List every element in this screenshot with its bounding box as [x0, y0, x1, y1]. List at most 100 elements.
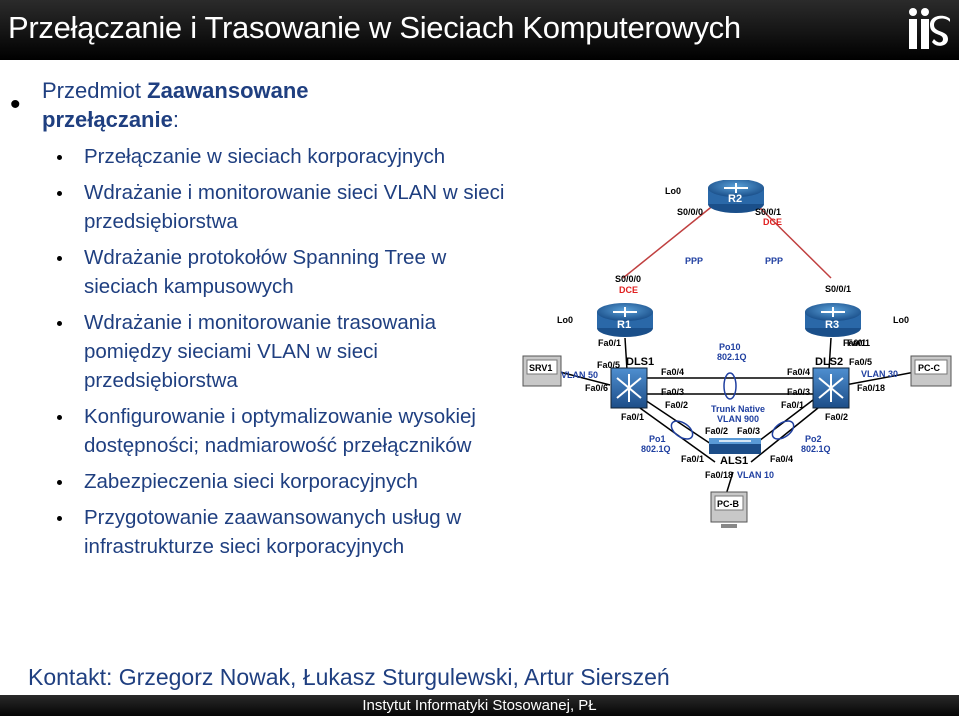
list-item: Przygotowanie zaawansowanych usług w inf…: [57, 503, 517, 561]
title-bar: [0, 0, 959, 60]
topic-text: Przełączanie w sieciach korporacyjnych: [84, 145, 446, 168]
label-po10-q: 802.1Q: [717, 352, 747, 362]
topic-text: Zabezpieczenia sieci korporacyjnych: [84, 470, 418, 493]
link-r3-dls2: [828, 337, 832, 371]
institute-logo: [909, 8, 950, 49]
subject-suffix: :: [172, 107, 179, 132]
label-po2: Po2: [805, 434, 822, 444]
label-trunk-native: Trunk Native: [711, 404, 765, 414]
router-r1-label: R1: [617, 319, 631, 331]
label-dls2-fa01b: Fa0/1: [781, 400, 804, 410]
router-r2-label: R2: [728, 193, 742, 205]
pc-b-label: PC-B: [717, 499, 739, 509]
label-r3-fa01: Fa0/1: [843, 338, 866, 348]
link-r1-dls1: [624, 337, 628, 371]
label-r3-lo0: Lo0: [893, 315, 909, 325]
pc-c: PC-C: [910, 355, 952, 387]
label-r2-lo0: Lo0: [665, 186, 681, 196]
po2-ring: [771, 420, 795, 440]
topic-text: Wdrażanie i monitorowanie trasowania pom…: [84, 311, 437, 392]
pc-b: PC-B: [710, 491, 748, 528]
label-dls2-fa018: Fa0/18: [857, 383, 885, 393]
list-item: Wdrażanie protokołów Spanning Tree w sie…: [57, 243, 517, 301]
bullet-dot: •: [10, 88, 21, 121]
switch-dls2: [812, 367, 850, 409]
label-ppp-right: PPP: [765, 256, 783, 266]
switch-dls1-label: DLS1: [626, 356, 654, 368]
topic-text: Przygotowanie zaawansowanych usług w inf…: [84, 506, 462, 558]
bullet-dot: [57, 155, 62, 160]
bullet-dot: [57, 516, 62, 521]
label-r1-fa01: Fa0/1: [598, 338, 621, 348]
label-dls2-fa04: Fa0/4: [787, 367, 810, 377]
bullet-dot: [57, 191, 62, 196]
label-als1-fa04: Fa0/4: [770, 454, 793, 464]
label-vlan30: VLAN 30: [861, 369, 898, 379]
po1-ring: [670, 420, 694, 440]
bullet-dot: [57, 256, 62, 261]
label-als1-fa01: Fa0/1: [681, 454, 704, 464]
pc-c-label: PC-C: [918, 363, 940, 373]
label-dls2-fa05: Fa0/5: [849, 357, 872, 367]
label-r1-dce: DCE: [619, 285, 638, 295]
network-topology-diagram: R2 R1 R3 DLS1 DLS2 ALS1 SRV1: [522, 180, 952, 528]
switch-als1-label: ALS1: [720, 455, 748, 467]
label-po1-q: 802.1Q: [641, 444, 671, 454]
label-r3-s001: S0/0/1: [825, 284, 851, 294]
switch-dls1: [610, 367, 648, 409]
label-als1-fa018: Fa0/18: [705, 470, 733, 480]
label-vlan10: VLAN 10: [737, 470, 774, 480]
label-als1-fa03: Fa0/3: [737, 426, 760, 436]
topic-list: Przełączanie w sieciach korporacyjnych W…: [57, 142, 517, 568]
label-r2-s000: S0/0/0: [677, 207, 703, 217]
label-dls1-fa05: Fa0/5: [597, 360, 620, 370]
link-srv1-dls1: [559, 371, 611, 386]
label-vlan50: VLAN 50: [561, 370, 598, 380]
label-dls2-fa01: Fa0/1: [847, 338, 870, 348]
subject-prefix: Przedmiot: [42, 78, 148, 103]
router-r2: R2: [708, 180, 764, 213]
router-r1: R1: [597, 303, 653, 337]
bullet-dot: [57, 415, 62, 420]
bullet-dot: [57, 480, 62, 485]
footer-text: Instytut Informatyki Stosowanej, PŁ: [362, 697, 597, 714]
bullet-dot: [57, 321, 62, 326]
server-srv1-label: SRV1: [529, 363, 552, 373]
label-dls1-fa06: Fa0/6: [585, 383, 608, 393]
label-dls2-fa02: Fa0/2: [825, 412, 848, 422]
list-item: Konfigurowanie i optymalizowanie wysokie…: [57, 402, 517, 460]
label-r1-lo0: Lo0: [557, 315, 573, 325]
topic-text: Konfigurowanie i optymalizowanie wysokie…: [84, 405, 476, 457]
list-item: Wdrażanie i monitorowanie sieci VLAN w s…: [57, 178, 517, 236]
subject-heading: Przedmiot Zaawansowane przełączanie:: [42, 76, 512, 134]
label-dls1-fa02: Fa0/2: [665, 400, 688, 410]
link-dls2-pcc: [844, 371, 916, 386]
label-dls1-fa03: Fa0/3: [661, 387, 684, 397]
subject-name-line1: Zaawansowane: [147, 78, 309, 103]
label-als1-fa02: Fa0/2: [705, 426, 728, 436]
po10-ring: [723, 372, 737, 400]
footer-bar: [0, 695, 959, 716]
label-po10: Po10: [719, 342, 741, 352]
label-po1: Po1: [649, 434, 666, 444]
label-dls1-fa01: Fa0/1: [621, 412, 644, 422]
subject-name-line2: przełączanie: [42, 107, 173, 132]
server-srv1: SRV1: [522, 355, 562, 387]
topic-text: Wdrażanie i monitorowanie sieci VLAN w s…: [84, 181, 505, 233]
label-r2-s001: S0/0/1: [755, 207, 781, 217]
label-trunk-vlan900: VLAN 900: [717, 414, 759, 424]
router-r3: R3: [805, 303, 861, 337]
link-dls1-als1-a: [644, 399, 721, 451]
link-dls2-als1-b: [750, 407, 819, 463]
label-po2-q: 802.1Q: [801, 444, 831, 454]
list-item: Przełączanie w sieciach korporacyjnych: [57, 142, 517, 171]
list-item: Zabezpieczenia sieci korporacyjnych: [57, 467, 517, 496]
router-r3-label: R3: [825, 319, 839, 331]
label-r1-s000: S0/0/0: [615, 274, 641, 284]
list-item: Wdrażanie i monitorowanie trasowania pom…: [57, 308, 517, 395]
link-r1-r2: [622, 199, 721, 279]
contact-line: Kontakt: Grzegorz Nowak, Łukasz Sturgule…: [28, 664, 670, 690]
topic-text: Wdrażanie protokołów Spanning Tree w sie…: [84, 246, 447, 298]
label-ppp-left: PPP: [685, 256, 703, 266]
label-dls2-fa03: Fa0/3: [787, 387, 810, 397]
